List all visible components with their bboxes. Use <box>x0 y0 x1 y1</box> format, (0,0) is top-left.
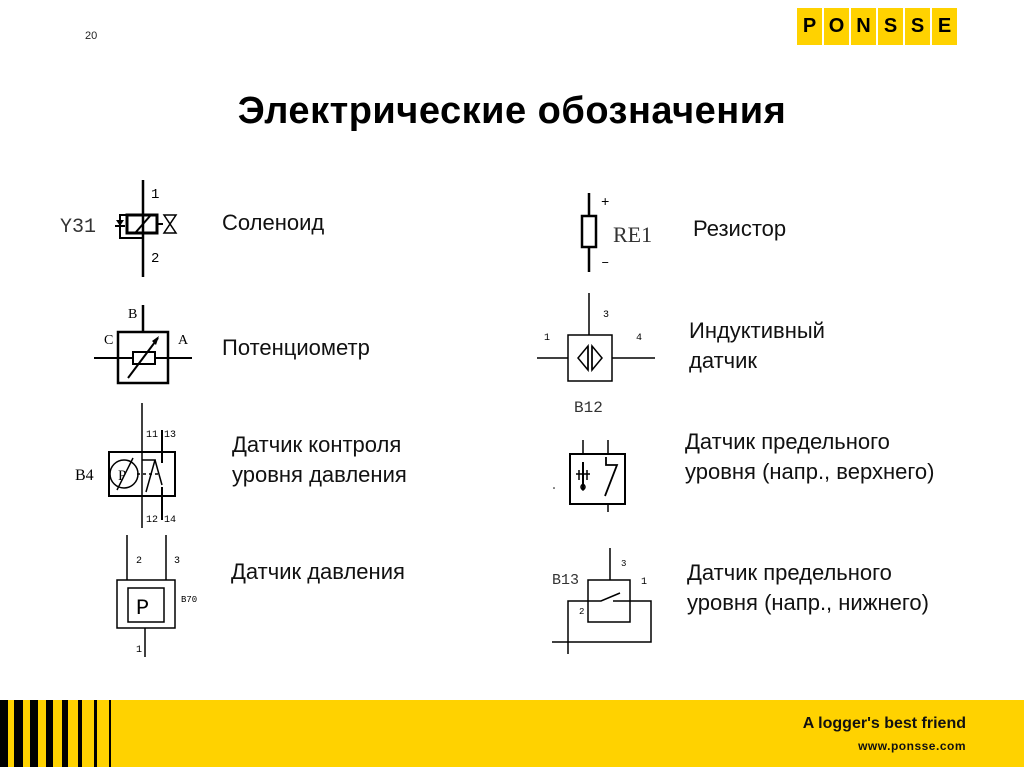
pressure-sensor-label: Датчик давления <box>231 559 405 584</box>
svg-text:A: A <box>178 333 189 348</box>
footer-stripe <box>30 700 38 767</box>
pressure-level-switch-symbol-icon: P B4 11 13 12 14 <box>75 403 176 528</box>
footer-stripe <box>14 700 23 767</box>
svg-text:B13: B13 <box>552 572 579 589</box>
label-line: Индуктивный <box>689 318 825 343</box>
label-line: датчик <box>689 348 758 373</box>
solenoid-label: Соленоид <box>222 210 325 235</box>
upper-level-sensor-label: Датчик предельного уровня (напр., верхне… <box>685 427 934 487</box>
label-line: Датчик контроля <box>232 432 402 457</box>
svg-text:RE1: RE1 <box>613 222 652 247</box>
svg-text:P: P <box>118 468 126 484</box>
resistor-label: Резистор <box>693 216 787 241</box>
footer-stripe <box>94 700 97 767</box>
footer-stripe <box>78 700 82 767</box>
upper-level-sensor-symbol-icon <box>553 440 626 512</box>
svg-text:1: 1 <box>641 577 647 588</box>
logo-letter: S <box>905 8 930 45</box>
pressure-sensor-symbol-icon: P 2 3 B70 1 <box>116 535 197 657</box>
svg-text:+: + <box>601 195 609 211</box>
ponsse-logo: P O N S S E <box>797 8 957 45</box>
footer-stripe <box>46 700 53 767</box>
svg-text:2: 2 <box>136 556 142 567</box>
lower-level-sensor-symbol-icon: B13 3 1 2 <box>552 548 652 654</box>
svg-text:1: 1 <box>151 187 159 203</box>
svg-text:B12: B12 <box>574 399 603 417</box>
label-line: уровня давления <box>232 462 407 487</box>
svg-text:1: 1 <box>136 645 142 656</box>
svg-text:4: 4 <box>636 333 642 344</box>
logo-letter: O <box>824 8 849 45</box>
footer-stripe <box>0 700 8 767</box>
label-line: Датчик предельного <box>687 560 892 585</box>
footer-url[interactable]: www.ponsse.com <box>858 739 966 753</box>
svg-text:12 14: 12 14 <box>146 515 176 526</box>
svg-text:B4: B4 <box>75 467 94 484</box>
logo-letter: P <box>797 8 822 45</box>
svg-text:C: C <box>104 333 113 348</box>
label-line: уровня (напр., нижнего) <box>687 590 929 615</box>
footer-band <box>0 700 1024 767</box>
logo-letter: E <box>932 8 957 45</box>
solenoid-symbol-icon: Y31 1 2 <box>60 180 178 277</box>
resistor-symbol-icon: + RE1 – <box>580 193 652 272</box>
svg-text:1: 1 <box>544 333 550 344</box>
svg-text:3: 3 <box>603 310 609 321</box>
svg-text:2: 2 <box>579 607 584 617</box>
svg-text:P: P <box>136 596 149 621</box>
label-line: Датчик предельного <box>685 429 890 454</box>
slide-title: Электрические обозначения <box>237 90 787 132</box>
potentiometer-label: Потенциометр <box>222 335 370 360</box>
potentiometer-symbol-icon: B C A <box>94 305 192 385</box>
svg-text:11 13: 11 13 <box>146 430 176 441</box>
inductive-sensor-symbol-icon: 3 1 4 B12 <box>537 293 655 417</box>
label-line: уровня (напр., верхнего) <box>685 459 935 484</box>
footer-stripe <box>62 700 68 767</box>
svg-text:–: – <box>601 255 609 271</box>
inductive-sensor-label: Индуктивный датчик <box>689 316 825 376</box>
footer-stripe <box>109 700 111 767</box>
svg-text:B70: B70 <box>181 595 197 605</box>
lower-level-sensor-label: Датчик предельного уровня (напр., нижнег… <box>687 558 929 618</box>
logo-letter: N <box>851 8 876 45</box>
svg-text:2: 2 <box>151 251 159 267</box>
svg-text:3: 3 <box>174 556 180 567</box>
logo-letter: S <box>878 8 903 45</box>
page-number: 20 <box>85 30 98 42</box>
svg-text:3: 3 <box>621 559 626 569</box>
svg-text:B: B <box>128 307 137 322</box>
footer-slogan: A logger's best friend <box>802 715 966 732</box>
pressure-level-switch-label: Датчик контроля уровня давления <box>232 430 407 490</box>
svg-text:Y31: Y31 <box>60 216 96 239</box>
